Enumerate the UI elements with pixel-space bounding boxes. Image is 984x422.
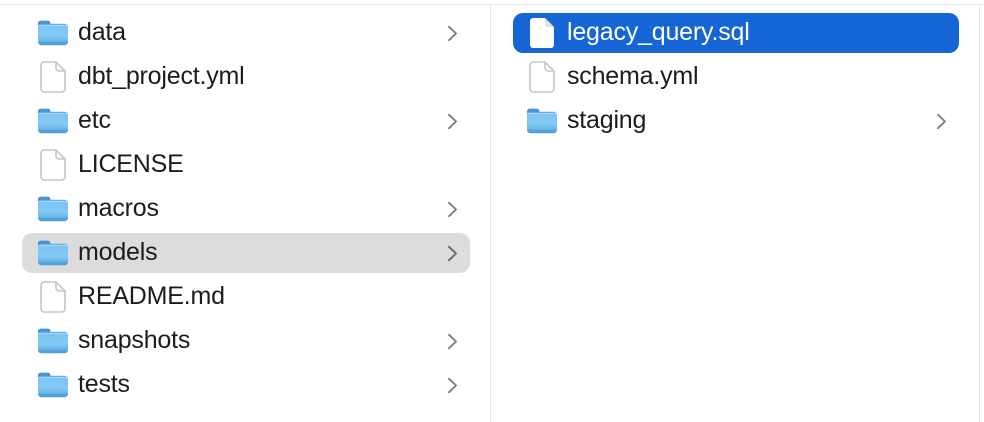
chevron-right <box>447 245 458 262</box>
folder-icon-slot <box>36 236 70 270</box>
item-label: schema.yml <box>567 62 699 90</box>
folder-row-models[interactable]: models <box>22 233 470 273</box>
toolbar-bottom-divider <box>0 4 984 5</box>
folder-row-tests[interactable]: tests <box>22 365 470 405</box>
column-divider[interactable] <box>490 5 491 422</box>
folder-icon-slot <box>36 324 70 358</box>
file-row-README.md[interactable]: README.md <box>22 277 470 317</box>
file-row-dbt_project.yml[interactable]: dbt_project.yml <box>22 57 470 97</box>
item-label: etc <box>78 106 111 134</box>
column-divider[interactable] <box>979 5 980 422</box>
item-label: legacy_query.sql <box>567 18 750 46</box>
item-label: LICENSE <box>78 150 184 178</box>
chevron-right-icon <box>448 333 457 349</box>
item-label: snapshots <box>78 326 191 354</box>
document-icon <box>529 61 555 93</box>
document-icon <box>530 18 554 48</box>
folder-row-staging[interactable]: staging <box>513 101 959 141</box>
folder-icon-slot <box>36 104 70 138</box>
folder-icon-slot <box>36 368 70 402</box>
folder-icon <box>38 372 68 398</box>
folder-icon-slot <box>36 192 70 226</box>
chevron-right <box>447 25 458 42</box>
folder-row-data[interactable]: data <box>22 13 470 53</box>
document-icon-slot <box>36 280 70 314</box>
folder-icon-slot <box>36 16 70 50</box>
folder-icon-slot <box>525 104 559 138</box>
item-label: data <box>78 18 126 46</box>
document-icon-slot <box>36 60 70 94</box>
item-label: macros <box>78 194 159 222</box>
folder-icon <box>38 20 68 46</box>
chevron-right-icon <box>448 201 457 217</box>
folder-icon <box>38 196 68 222</box>
folder-icon <box>38 240 68 266</box>
file-list-right: legacy_query.sql schema.yml staging <box>491 13 979 141</box>
chevron-right <box>447 201 458 218</box>
document-icon <box>40 149 66 181</box>
file-row-legacy_query.sql[interactable]: legacy_query.sql <box>513 13 959 53</box>
folder-icon <box>38 108 68 134</box>
chevron-right <box>936 113 947 130</box>
item-label: dbt_project.yml <box>78 62 245 90</box>
document-icon-slot <box>36 148 70 182</box>
chevron-right-icon <box>448 113 457 129</box>
chevron-right <box>447 333 458 350</box>
chevron-right-icon <box>448 377 457 393</box>
item-label: README.md <box>78 282 225 310</box>
file-row-LICENSE[interactable]: LICENSE <box>22 145 470 185</box>
folder-row-snapshots[interactable]: snapshots <box>22 321 470 361</box>
document-icon <box>40 61 66 93</box>
folder-icon <box>38 328 68 354</box>
document-icon-slot <box>525 16 559 50</box>
chevron-right <box>447 377 458 394</box>
item-label: tests <box>78 370 130 398</box>
folder-row-macros[interactable]: macros <box>22 189 470 229</box>
finder-column-right[interactable]: legacy_query.sql schema.yml staging <box>491 5 979 422</box>
file-row-schema.yml[interactable]: schema.yml <box>513 57 959 97</box>
item-label: staging <box>567 106 647 134</box>
chevron-right <box>447 113 458 130</box>
folder-row-etc[interactable]: etc <box>22 101 470 141</box>
folder-icon <box>527 108 557 134</box>
chevron-right-icon <box>937 113 946 129</box>
item-label: models <box>78 238 158 266</box>
document-icon <box>40 281 66 313</box>
chevron-right-icon <box>448 25 457 41</box>
chevron-right-icon <box>448 245 457 261</box>
document-icon-slot <box>525 60 559 94</box>
